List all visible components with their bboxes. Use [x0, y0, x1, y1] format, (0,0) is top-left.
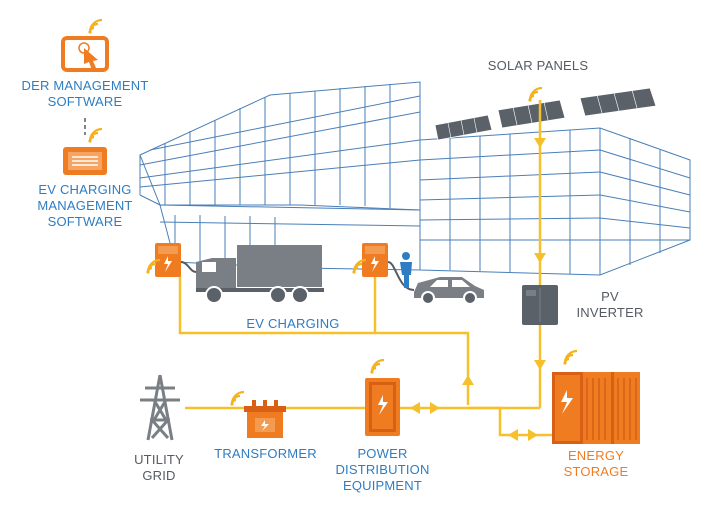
car-icon	[414, 277, 484, 305]
battery-storage-icon	[552, 372, 640, 444]
wifi-icon	[369, 358, 386, 375]
wifi-icon	[527, 86, 544, 103]
transformer-label: TRANSFORMER	[214, 446, 317, 461]
charging-cable	[180, 261, 197, 273]
flow-arrows	[410, 138, 546, 441]
der-software-label: DER MANAGEMENT SOFTWARE	[21, 78, 149, 109]
charging-cable	[387, 261, 415, 291]
monitor-icon	[63, 147, 107, 175]
solar-panels-label: SOLAR PANELS	[487, 58, 589, 73]
wifi-icon	[87, 18, 104, 35]
pv-inverter-label: PV INVERTER	[576, 289, 644, 320]
transmission-tower-icon	[140, 374, 180, 441]
wifi-icon	[229, 390, 246, 407]
wifi-icon	[562, 349, 579, 366]
solar-panel-icon	[434, 87, 657, 141]
ev-charging-label: EV CHARGING	[246, 316, 340, 331]
ev-charger-icon	[362, 243, 388, 277]
truck-icon	[196, 245, 324, 304]
power-distribution-label: POWER DISTRIBUTION EQUIPMENT	[335, 446, 430, 493]
energy-storage-label: ENERGY STORAGE	[563, 448, 629, 479]
distribution-cabinet-icon	[365, 378, 400, 436]
utility-grid-label: UTILITY GRID	[134, 452, 184, 483]
ev-charger-icon	[155, 243, 181, 277]
power-lines	[178, 100, 560, 437]
ev-software-label: EV CHARGING MANAGEMENT SOFTWARE	[37, 182, 133, 229]
inverter-icon	[522, 285, 558, 325]
transformer-icon	[244, 400, 286, 438]
wifi-icon	[87, 127, 104, 144]
touchscreen-icon	[61, 36, 109, 72]
person-icon	[400, 252, 412, 288]
